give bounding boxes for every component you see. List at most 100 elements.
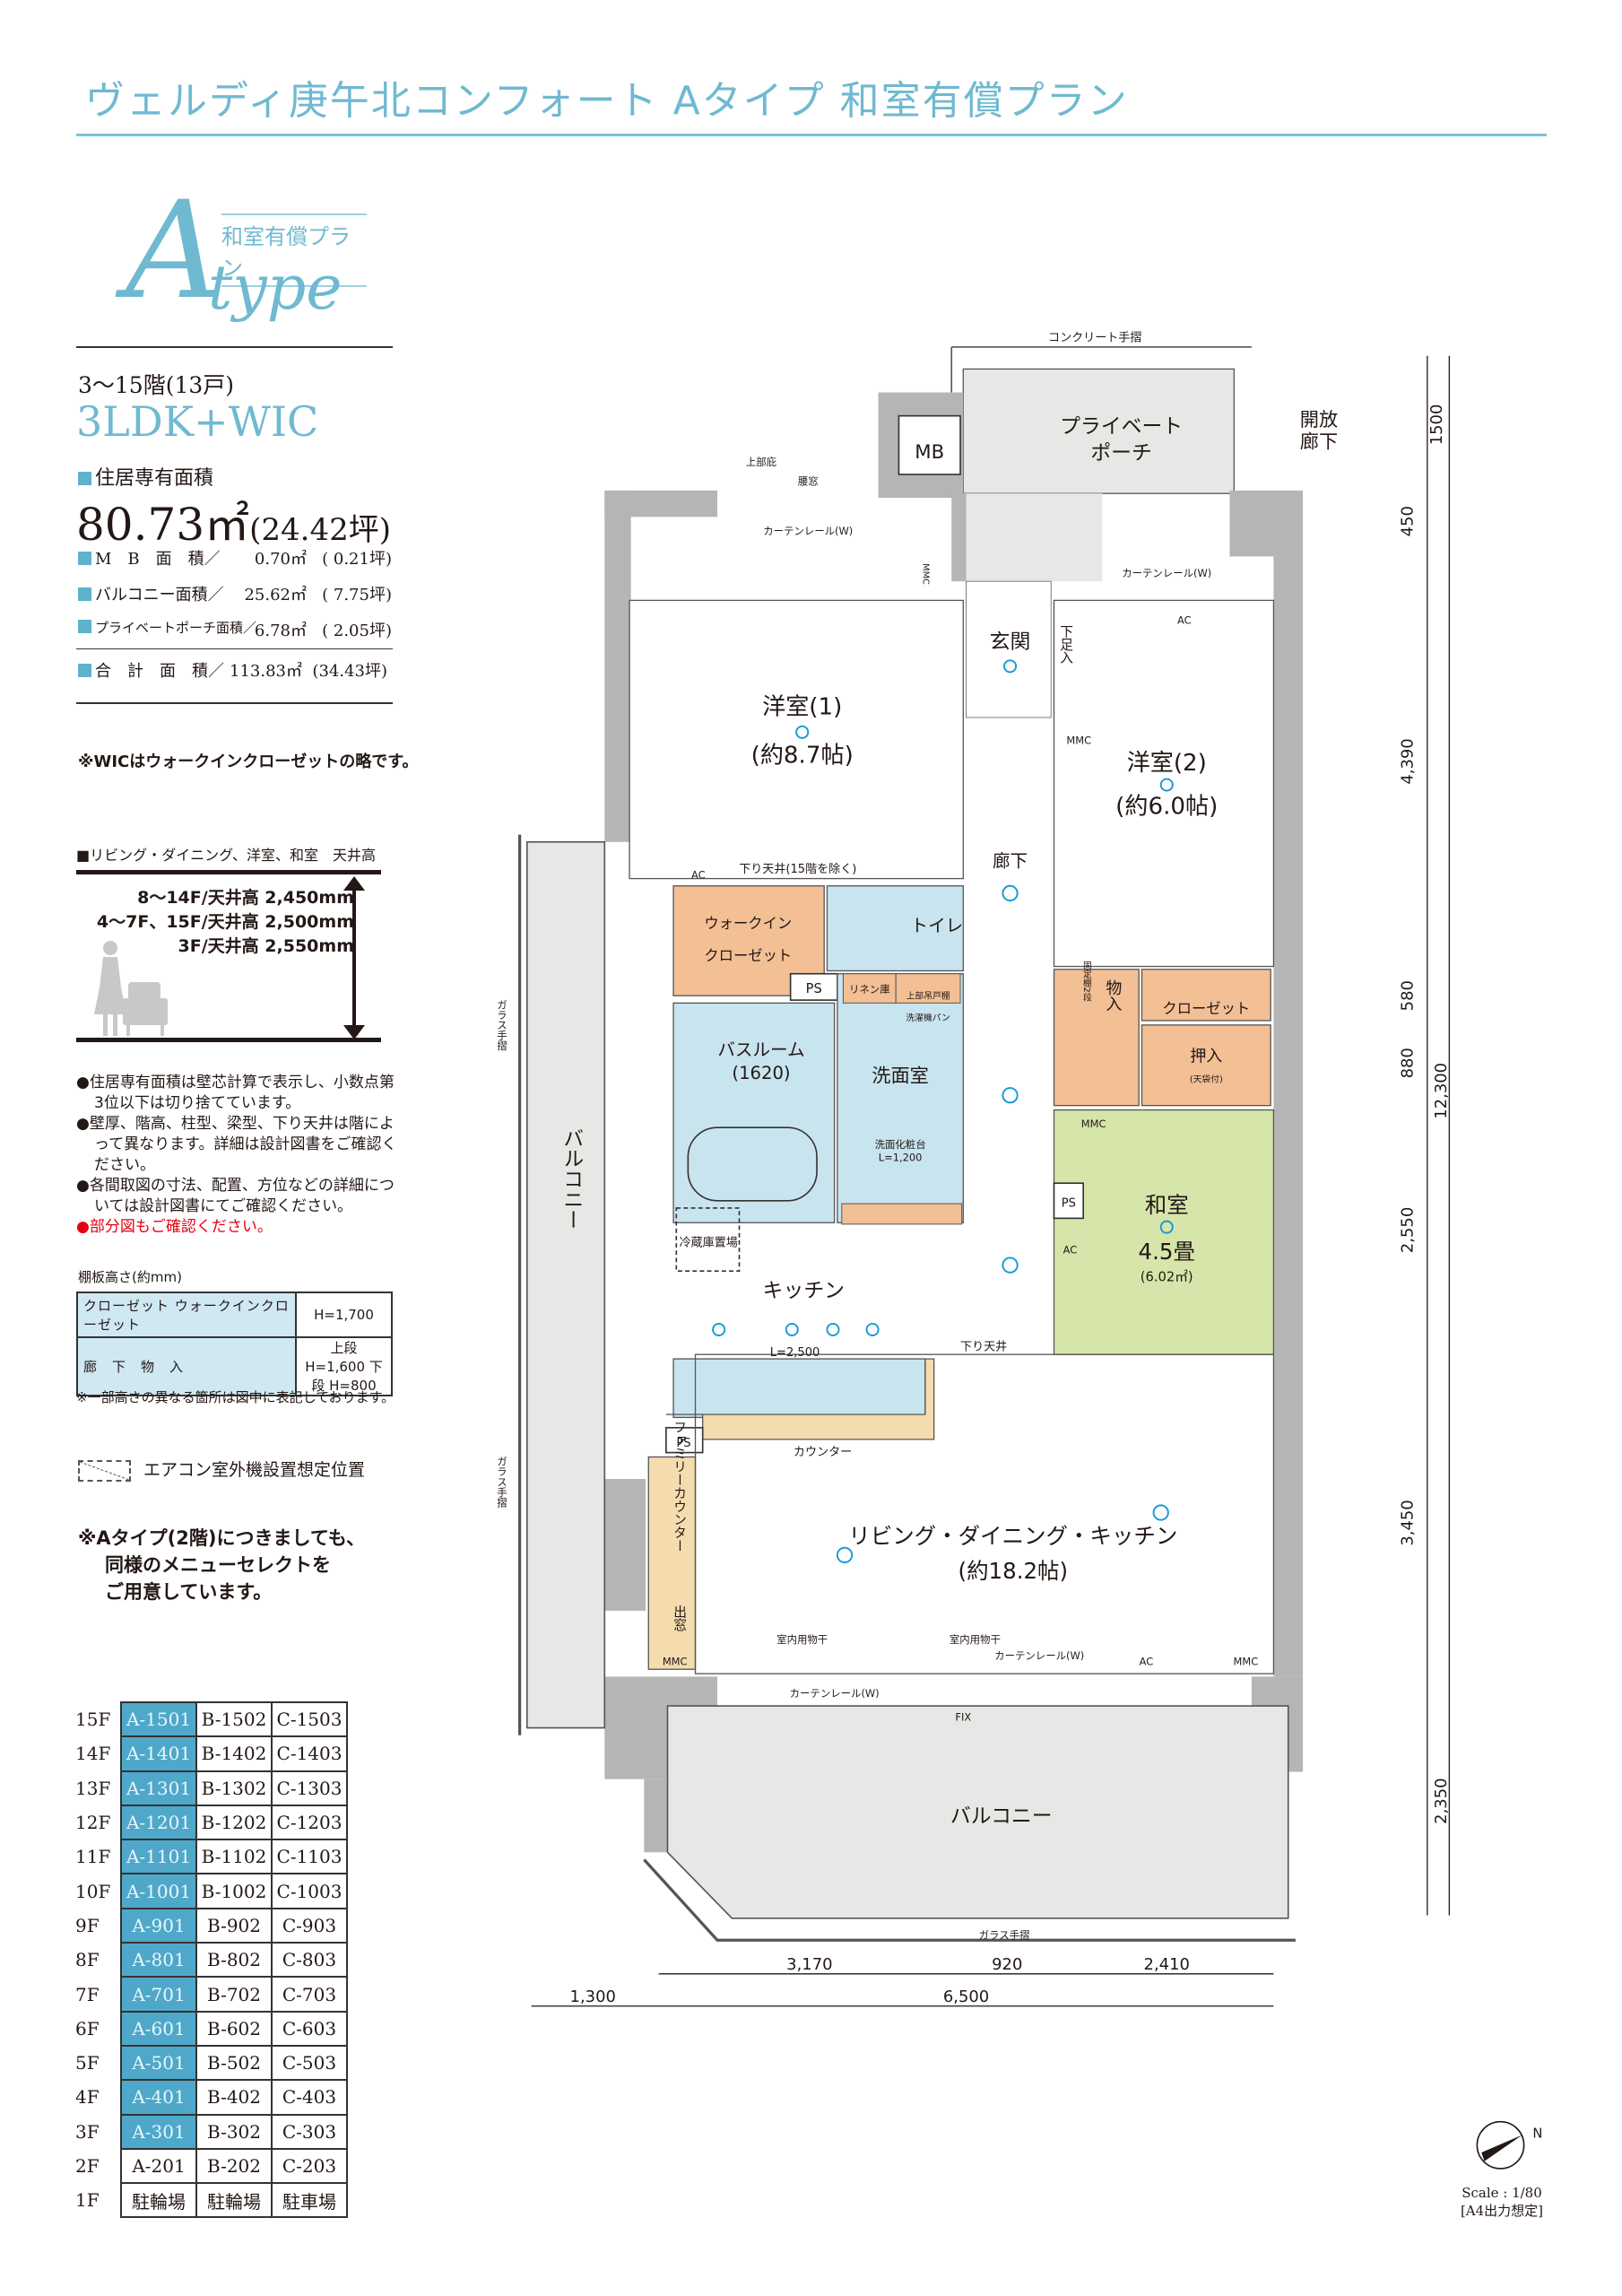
floor-label: 8F [75,1949,100,1971]
label-kitchen: キッチン [763,1280,845,1303]
logo-subtitle: 和室有償プラン [221,213,367,287]
floor-label: 14F [75,1743,111,1765]
label-genkan: 玄関 [990,631,1031,654]
label-lowered-ceiling: 下り天井 [960,1340,1007,1353]
area-row-label: M B 面 積／ [78,546,230,570]
unit-c: C-203 [271,2147,348,2185]
label-room-2: 洋室(2) [1127,750,1207,777]
area-row-tsubo: ( 2.05坪) [322,622,392,640]
label-ac: AC [1140,1655,1154,1667]
ps-box [1053,1182,1084,1220]
unit-b: B-1302 [195,1770,273,1806]
oshiire [1141,1024,1271,1107]
floor-label: 2F [75,2155,100,2177]
scale-note: [A4出力想定] [1460,2203,1544,2219]
unit-b: 駐輪場 [195,2182,273,2219]
unit-c: C-1203 [271,1804,348,1841]
label-room-2-size: (約6.0帖) [1115,794,1218,821]
label-linen: リネン庫 [849,983,890,996]
label-fix: FIX [955,1710,971,1723]
label-mmc: MMC [663,1655,688,1667]
floor-label: 9F [75,1914,100,1936]
note-item: ●壁厚、階高、柱型、梁型、下り天井は階によって異なります。詳細は設計図書をご確認… [76,1115,397,1174]
label-curtain-rail: カーテンレール(W) [1122,567,1211,579]
unit-a: A-801 [120,1942,197,1979]
label-ldk-size: (約18.2帖) [958,1558,1069,1584]
label-washitsu-size: 4.5畳 [1139,1239,1195,1265]
label-open-corridor: 開放 [1300,409,1338,431]
notice-line: ご用意しています。 [105,1581,273,1603]
label-drying: 室内用物干 [950,1633,1001,1646]
unit-c: C-803 [271,1942,348,1979]
ceiling-heading: ■リビング・ダイニング、洋室、和室 天井高 [76,847,376,864]
label-curtain-rail: カーテンレール(W) [790,1687,880,1700]
unit-a: A-601 [120,2010,197,2047]
area-row-label: バルコニー面積／ [78,582,230,605]
label-porch: ポーチ [1090,442,1152,465]
area-row-value: 25.62㎡ [244,586,307,604]
unit-b: B-1102 [195,1839,273,1875]
area-row-mb: M B 面 積／0.70㎡( 0.21坪) [78,546,392,570]
unit-a: A-201 [120,2147,197,2185]
area-value: 80.73㎡(24.42坪) [76,489,391,553]
label-kitchen-length: L=2,500 [770,1346,820,1360]
divider [76,346,393,348]
unit-b: B-1202 [195,1804,273,1841]
floor-label: 4F [75,2086,100,2109]
unit-b: B-802 [195,1942,273,1979]
label-storage: 物入 [1103,979,1122,1012]
unit-b: B-1402 [195,1735,273,1772]
label-room-1-size: (約8.7帖) [751,743,854,770]
light-fixture-icons [712,659,1174,1564]
unit-b: B-902 [195,1907,273,1944]
counter [665,1358,935,1440]
family-counter [647,1456,697,1670]
shelf-value: 上段 H=1,600 下段 H=800 [295,1336,393,1396]
divider [76,702,393,704]
floor-label: 13F [75,1777,111,1799]
shelf-item: クローゼット ウォークインクローゼット [76,1292,297,1338]
dim-horizontal-left: 1,300 [570,1987,616,2006]
label-shoe-cabinet: 下足入 [1058,624,1073,664]
unit-a: A-1301 [120,1770,197,1806]
upper-cabinet [895,973,961,1004]
label-fridge: 冷蔵庫置場 [680,1236,738,1249]
area-row-tsubo: (34.43坪) [312,662,387,681]
unit-c: C-1403 [271,1735,348,1772]
area-row-total: 合 計 面 積／113.83㎡(34.43坪) [78,658,392,682]
label-ac: AC [691,869,706,882]
shelf-title: 棚板高さ(約mm) [78,1269,182,1285]
floor-label: 5F [75,2052,100,2074]
label-lowered-ceiling: 下り天井(15階を除く) [739,863,856,876]
unit-a: A-301 [120,2113,197,2150]
unit-b: B-202 [195,2147,273,2185]
area-row-label: 合 計 面 積／ [78,658,224,682]
floor-label: 10F [75,1880,111,1902]
bathtub [687,1126,818,1202]
area-row-tsubo: ( 7.75坪) [322,586,392,604]
dim-vertical-total: 12,300 [1432,1063,1451,1119]
label-mmc: MMC [1066,734,1091,746]
label-room-1: 洋室(1) [762,694,842,721]
unit-a: A-1001 [120,1873,197,1909]
notice-line: 同様のメニューセレクトを [105,1554,331,1576]
floor-label: 11F [75,1846,111,1868]
ps-box [665,1427,704,1454]
label-glass-rail: ガラス手摺 [496,999,508,1051]
room-western-2 [1053,599,1275,968]
label-ps: PS [1062,1196,1076,1210]
label-curtain-rail: カーテンレール(W) [763,525,853,537]
area-tsubo: (24.42坪) [249,512,392,548]
label-wic: クローゼット [704,947,792,964]
unit-c: C-303 [271,2113,348,2150]
label-eaves: 上部庇 [746,456,776,468]
ceiling-top-bar [76,870,381,874]
divider [76,648,393,649]
dim-vertical: 580 [1399,980,1418,1011]
glass-rail [643,1858,1296,1942]
